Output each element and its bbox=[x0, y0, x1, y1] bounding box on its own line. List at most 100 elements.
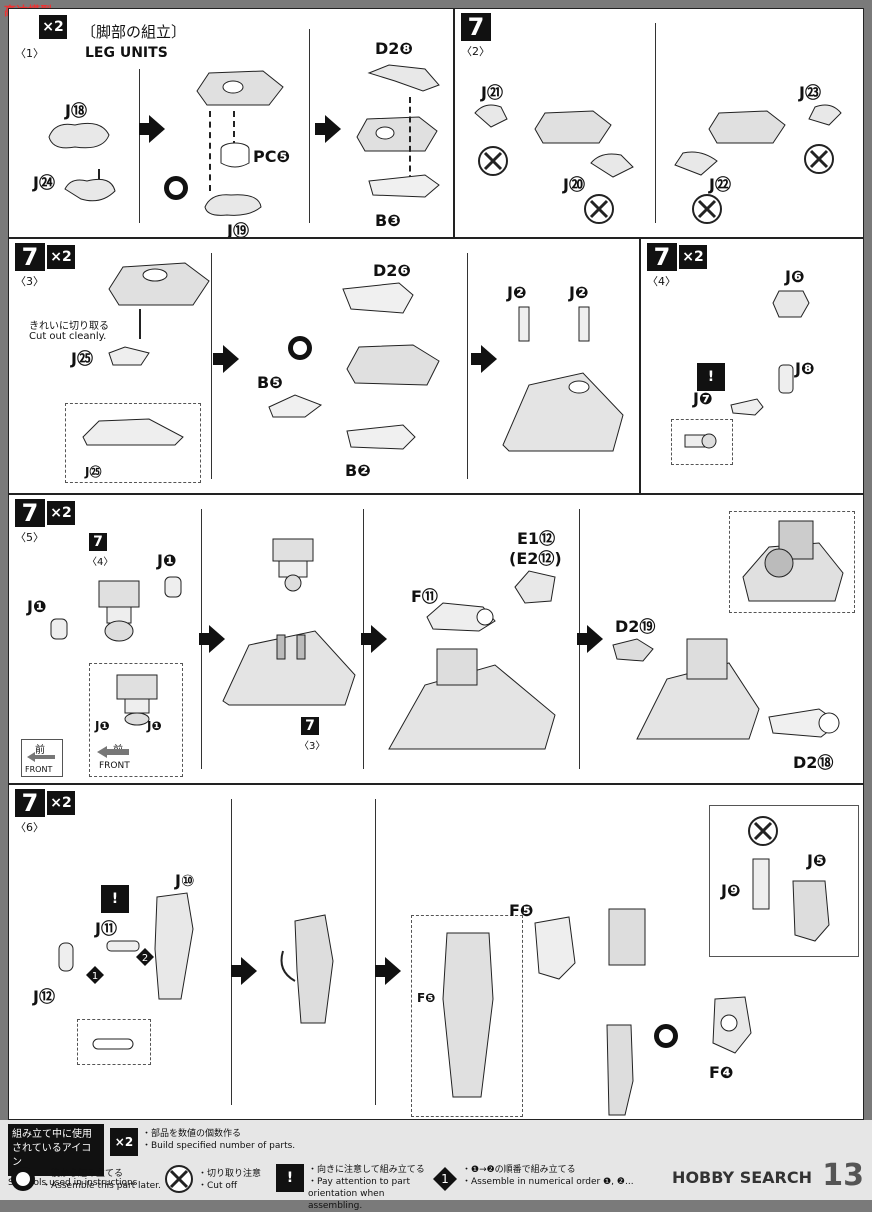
part-drawing bbox=[268, 394, 323, 418]
part-drawing bbox=[50, 618, 68, 640]
part-label: J㉕ bbox=[71, 349, 93, 368]
detail-inset bbox=[729, 511, 855, 613]
part-drawing bbox=[742, 520, 844, 602]
section-6-panel: 7 ×2 〈6〉 J⑩ ! J⑪ J⑫ 1 2 F❺ F❺ F❹ J❾ J❺ bbox=[8, 784, 864, 1120]
part-drawing bbox=[164, 576, 182, 598]
part-drawing bbox=[612, 638, 654, 662]
part-label: B❸ bbox=[375, 211, 401, 230]
step-number: 7 bbox=[15, 789, 45, 817]
multiplier-badge: ×2 bbox=[679, 245, 707, 269]
divider bbox=[231, 799, 232, 1105]
multiplier-badge: ×2 bbox=[47, 501, 75, 525]
order-1-icon: 1 bbox=[86, 966, 104, 984]
part-label: J⑲ bbox=[227, 221, 249, 238]
part-drawing bbox=[346, 344, 440, 386]
divider bbox=[309, 29, 310, 223]
part-label: J❶ bbox=[147, 719, 162, 733]
front-label-jp: 前 bbox=[35, 745, 45, 756]
ref-substep: 〈4〉 bbox=[87, 557, 114, 568]
multiplier-badge: ×2 bbox=[47, 791, 75, 815]
part-label: J㉒ bbox=[709, 175, 731, 194]
part-drawing bbox=[82, 418, 184, 446]
legend-order-en: ・Assemble in numerical order ❶, ❷... bbox=[462, 1177, 634, 1187]
detail-inset bbox=[65, 403, 201, 483]
part-label: D2⑱ bbox=[793, 753, 834, 772]
part-label: J⑫ bbox=[33, 987, 55, 1006]
substep-label: 〈6〉 bbox=[15, 821, 44, 834]
part-label: J❻ bbox=[785, 267, 805, 286]
symbol-legend: 組み立て中に使用されているアイコン Symbols used in instru… bbox=[0, 1120, 872, 1211]
step-arrow bbox=[139, 115, 165, 143]
substep-label: 〈2〉 bbox=[461, 45, 490, 58]
cut-icon bbox=[692, 194, 722, 224]
part-drawing bbox=[636, 638, 760, 740]
legend-x2-en: ・Build specified number of parts. bbox=[142, 1141, 296, 1151]
part-label: J⑳ bbox=[563, 175, 585, 194]
part-label: B❺ bbox=[257, 373, 283, 392]
divider bbox=[375, 799, 376, 1105]
part-drawing bbox=[388, 648, 556, 750]
part-drawing bbox=[92, 1038, 134, 1050]
part-label: F⑪ bbox=[411, 587, 438, 606]
part-drawing bbox=[752, 858, 770, 910]
detail-inset bbox=[671, 419, 733, 465]
substep-label: 〈4〉 bbox=[647, 275, 676, 288]
assembly-arrow bbox=[139, 309, 141, 339]
part-drawing bbox=[730, 398, 764, 416]
front-indicator bbox=[21, 739, 63, 777]
legend-cut-jp: ・切り取り注意 bbox=[198, 1169, 262, 1179]
multiplier-badge: ×2 bbox=[47, 245, 75, 269]
arrow-left-icon bbox=[27, 752, 55, 762]
part-drawing bbox=[222, 630, 356, 706]
watermark-text: HOBBY SEARCH bbox=[672, 1168, 812, 1187]
part-label: J❶ bbox=[95, 719, 110, 733]
part-drawing bbox=[98, 580, 140, 642]
part-drawing bbox=[708, 110, 786, 144]
attention-icon: ! bbox=[101, 885, 129, 913]
detail-inset bbox=[89, 663, 183, 777]
part-label: J❷ bbox=[507, 283, 527, 302]
part-label: J⑩ bbox=[175, 871, 195, 890]
part-drawing bbox=[518, 306, 530, 342]
part-drawing bbox=[48, 122, 110, 149]
cut-icon bbox=[748, 816, 778, 846]
legend-title-jp: 組み立て中に使用されているアイコン bbox=[8, 1124, 104, 1176]
part-drawing bbox=[204, 194, 262, 216]
front-label-en: FRONT bbox=[25, 765, 53, 774]
section-3-panel: 7 ×2 〈3〉 きれいに切り取る Cut out cleanly. J㉕ J㉕… bbox=[8, 238, 640, 494]
later-icon bbox=[288, 336, 312, 360]
legend-later-en: ・Assemble this part later. bbox=[42, 1181, 161, 1191]
legend-cut-en: ・Cut off bbox=[198, 1181, 238, 1191]
part-drawing bbox=[116, 674, 158, 726]
divider bbox=[139, 69, 140, 223]
part-label: J㉑ bbox=[481, 83, 503, 102]
part-label: F❺ bbox=[509, 901, 534, 920]
substep-label: 〈5〉 bbox=[15, 531, 44, 544]
part-drawing bbox=[534, 110, 612, 144]
part-label: D2⑲ bbox=[615, 617, 656, 636]
part-drawing bbox=[280, 914, 334, 1024]
part-drawing bbox=[272, 538, 314, 592]
part-label: J㉔ bbox=[33, 173, 55, 192]
step-number: 7 bbox=[15, 499, 45, 527]
part-label: J㉓ bbox=[799, 83, 821, 102]
part-drawing bbox=[608, 908, 646, 966]
part-label: J❾ bbox=[721, 881, 741, 900]
x2-icon: ×2 bbox=[110, 1128, 138, 1156]
svg-text:1: 1 bbox=[441, 1172, 449, 1186]
part-drawing bbox=[426, 602, 496, 632]
part-drawing bbox=[578, 306, 590, 342]
order-2-icon: 2 bbox=[136, 948, 154, 966]
part-drawing bbox=[106, 940, 140, 952]
part-drawing bbox=[792, 880, 830, 942]
part-drawing bbox=[367, 64, 440, 92]
legend-title-en: Symbols used in instructions bbox=[8, 1178, 138, 1188]
part-drawing bbox=[772, 290, 810, 318]
part-label: D2❽ bbox=[375, 39, 413, 58]
attention-icon: ! bbox=[276, 1164, 304, 1192]
divider bbox=[211, 253, 212, 479]
section-1-panel: ×2 〈1〉 〔脚部の組立〕 LEG UNITS J⑱ J㉔ PC❺ J⑲ D2… bbox=[8, 8, 454, 238]
part-drawing bbox=[368, 174, 440, 198]
part-label: J❽ bbox=[795, 359, 815, 378]
front-label-en-inset: FRONT bbox=[99, 761, 130, 771]
